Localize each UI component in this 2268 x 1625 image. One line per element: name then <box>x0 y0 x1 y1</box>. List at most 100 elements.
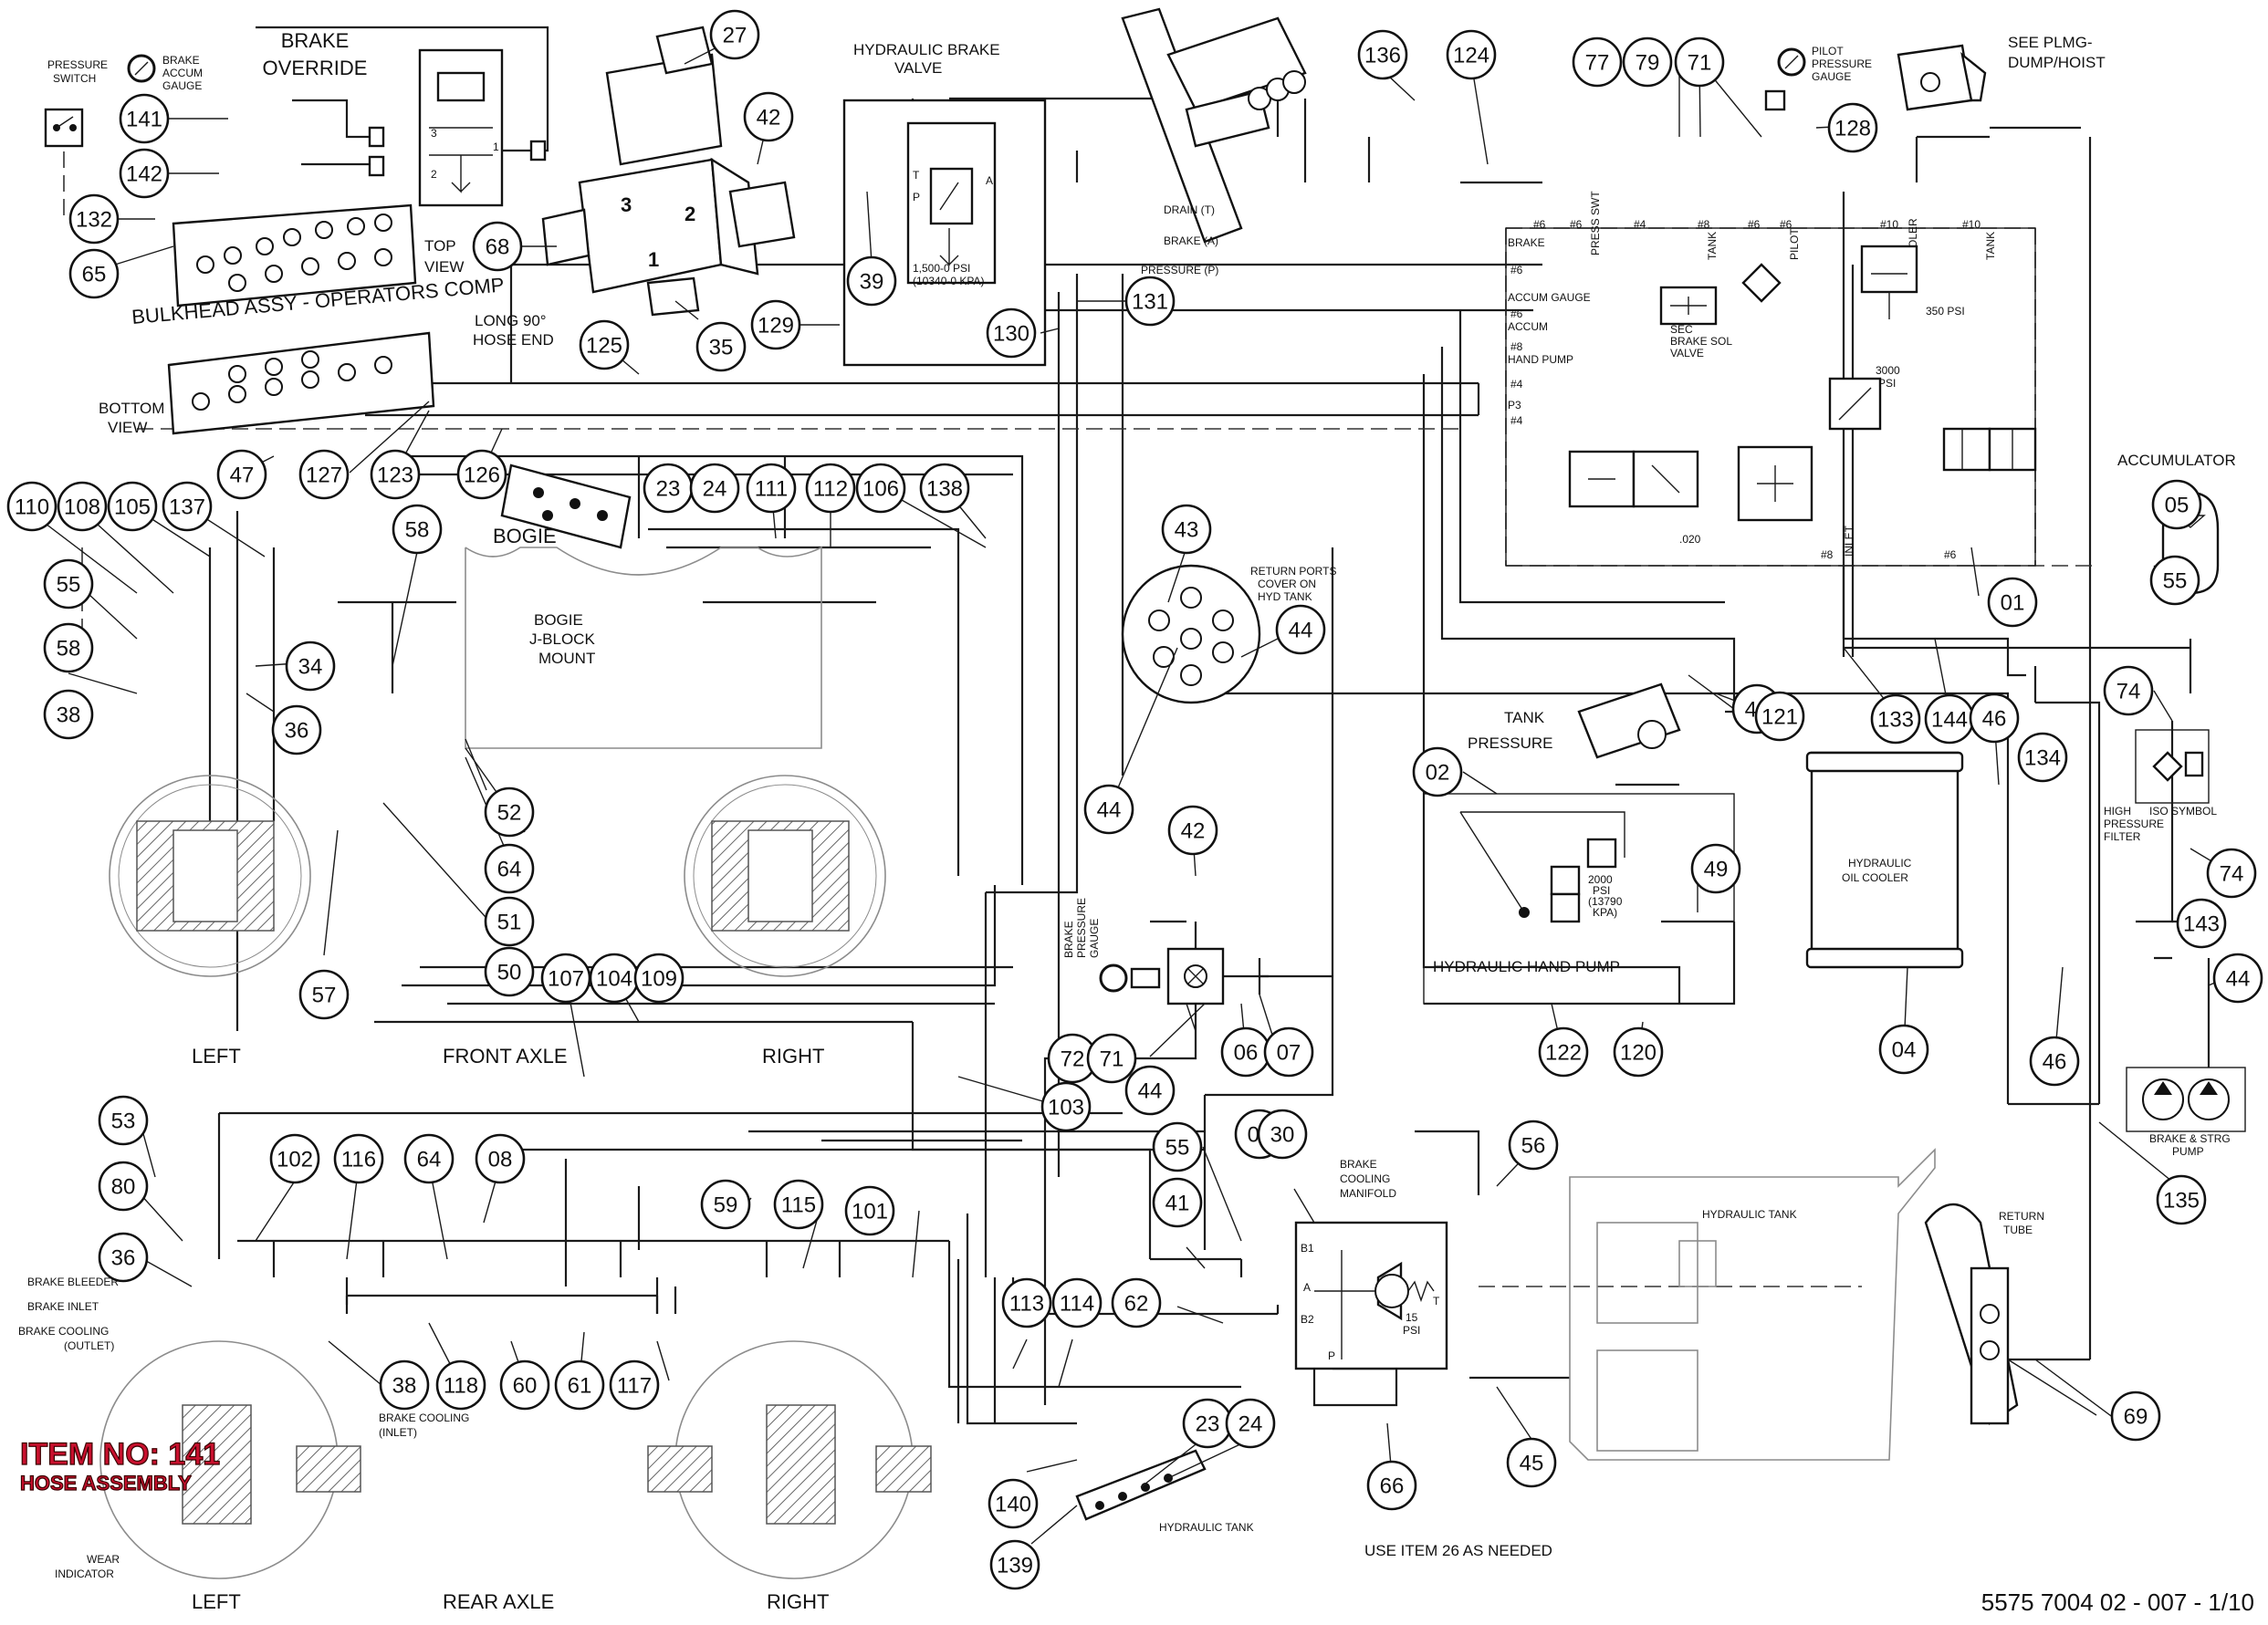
callout-bubble <box>1111 1277 1162 1328</box>
callout-bubble <box>333 1133 384 1184</box>
callout-number: 106 <box>862 477 899 502</box>
callout-c08: 08 <box>475 1133 526 1184</box>
callout-bubble <box>633 953 685 1004</box>
wear-indicator-label-1: WEAR <box>87 1553 120 1566</box>
plmg-valve: SEE PLMG- DUMP/HOIST <box>1897 34 2106 111</box>
callout-c61: 61 <box>554 1359 605 1411</box>
brake-cooling-inlet-label-1: BRAKE COOLING <box>379 1411 469 1424</box>
pressure-p-label: PRESSURE (P) <box>1141 264 1218 276</box>
callout-number: 104 <box>596 967 632 992</box>
callout-number: 05 <box>2165 494 2190 518</box>
solenoid-port-3: 3 <box>621 193 632 216</box>
callout-number: 42 <box>1181 819 1206 844</box>
callout-number: 105 <box>114 495 151 520</box>
callout-c35: 35 <box>695 321 747 372</box>
callout-c46a: 46 <box>1969 693 2020 744</box>
brake-override-title-1: BRAKE <box>281 29 350 52</box>
callout-c42b: 42 <box>1167 805 1218 856</box>
bulkhead-top-view: TOP VIEW BULKHEAD ASSY - OPERATORS COMP <box>131 203 505 328</box>
brake-cooling-manifold: BRAKE COOLING MANIFOLD B1 A B2 P T 15 PS… <box>1294 1158 1448 1370</box>
callout-number: 107 <box>548 967 584 992</box>
callout-bubble <box>1001 1277 1052 1328</box>
callout-c127: 127 <box>298 449 350 500</box>
callout-c04: 04 <box>1878 1024 1929 1075</box>
callout-number: 66 <box>1380 1474 1405 1499</box>
callout-bubble <box>403 1133 455 1184</box>
callout-bubble <box>1754 691 1805 742</box>
bogie-jblock-label-1: BOGIE <box>534 611 583 629</box>
item-number: ITEM NO: 141 <box>20 1437 220 1472</box>
return-ports-label-2: COVER ON <box>1258 578 1316 590</box>
callout-c137: 137 <box>162 481 213 532</box>
hydraulic-tank-label: HYDRAULIC TANK <box>1702 1208 1797 1221</box>
callout-c41: 41 <box>1152 1177 1203 1228</box>
high-pressure-filter: ISO SYMBOL HIGH PRESSURE FILTER <box>2104 729 2217 843</box>
callout-bubble <box>162 481 213 532</box>
callout-c74b: 74 <box>2206 848 2257 899</box>
callout-bubble <box>1987 577 2038 628</box>
callout-bubble <box>1083 784 1134 835</box>
drawing-number: 5575 7004 02 - 007 - 1/10 <box>1981 1589 2254 1616</box>
callout-c144: 144 <box>1924 693 1975 745</box>
callout-number: 132 <box>76 208 112 233</box>
callout-bubble <box>919 463 970 514</box>
hydraulic-tank-bulkhead: HYDRAULIC TANK <box>1075 1449 1254 1534</box>
callout-c23b: 23 <box>1182 1398 1233 1449</box>
callout-number: 80 <box>111 1175 136 1200</box>
callout-number: 61 <box>568 1374 592 1399</box>
callout-c71a: 71 <box>1674 36 1725 88</box>
callout-number: 51 <box>497 911 522 935</box>
pilot-gauge-label-1: PILOT <box>1812 45 1844 57</box>
callout-number: 127 <box>306 464 342 488</box>
callout-bubble <box>6 481 57 532</box>
callout-number: 140 <box>995 1493 1031 1517</box>
callout-number: 30 <box>1270 1123 1295 1148</box>
callout-c02: 02 <box>1412 746 1463 797</box>
pressure-switch-label-1: PRESSURE <box>47 58 108 71</box>
callout-number: 124 <box>1453 44 1489 68</box>
hydraulic-oil-cooler: HYDRAULIC OIL COOLER <box>1805 751 1964 969</box>
callout-bubble <box>2212 953 2263 1004</box>
override-port-3: 3 <box>431 127 437 140</box>
callout-c122: 122 <box>1538 1026 1589 1078</box>
cooling-manifold-label-3: MANIFOLD <box>1340 1187 1396 1200</box>
callout-number: 56 <box>1521 1134 1546 1159</box>
sec-brake-sol-label-3: VALVE <box>1670 347 1704 359</box>
callout-bubble <box>484 946 535 997</box>
callout-number: 42 <box>757 106 781 130</box>
brake-override: BRAKE OVERRIDE 3 2 1 <box>256 26 549 207</box>
callout-number: 58 <box>57 637 81 661</box>
callout-c50: 50 <box>484 946 535 997</box>
callout-number: 06 <box>1234 1041 1259 1066</box>
callout-number: 79 <box>1636 51 1660 76</box>
callout-number: 50 <box>497 961 522 985</box>
psi-3000-label-1: 3000 <box>1876 364 1900 377</box>
cooling-manifold-label-2: COOLING <box>1340 1172 1390 1185</box>
solenoid-valve: 3 2 1 <box>541 26 796 317</box>
callout-bubble <box>988 1478 1039 1529</box>
callout-bubble <box>57 481 108 532</box>
manifold-port-accum: ACCUM <box>1508 320 1548 333</box>
port-size-5: #6 <box>1748 218 1761 231</box>
brake-cooling-outlet-label-1: BRAKE COOLING <box>18 1325 109 1338</box>
cooling-port-b2: B2 <box>1301 1313 1314 1326</box>
return-tube-label-2: TUBE <box>2003 1224 2033 1236</box>
pilot-gauge-label-2: PRESSURE <box>1812 57 1872 70</box>
callout-bubble <box>805 463 856 514</box>
brake-a-label: BRAKE (A) <box>1164 234 1218 247</box>
brake-valve-port-t: T <box>913 169 920 182</box>
callout-number: 44 <box>2226 967 2251 992</box>
return-ports-label-3: HYD TANK <box>1258 590 1312 603</box>
callout-bubble <box>1257 1109 1308 1160</box>
callout-number: 36 <box>111 1246 136 1271</box>
callout-bubble <box>1263 1026 1314 1078</box>
callout-number: 137 <box>169 495 205 520</box>
cooling-port-p: P <box>1328 1349 1335 1362</box>
hand-pump-psi-2: PSI <box>1593 884 1610 897</box>
callout-c104: 104 <box>589 953 640 1004</box>
callout-c135: 135 <box>2156 1174 2207 1225</box>
brake-valve-port-a: A <box>986 174 993 187</box>
callout-number: 44 <box>1289 619 1313 643</box>
callout-number: 74 <box>2116 680 2141 704</box>
callout-c108: 108 <box>57 481 108 532</box>
